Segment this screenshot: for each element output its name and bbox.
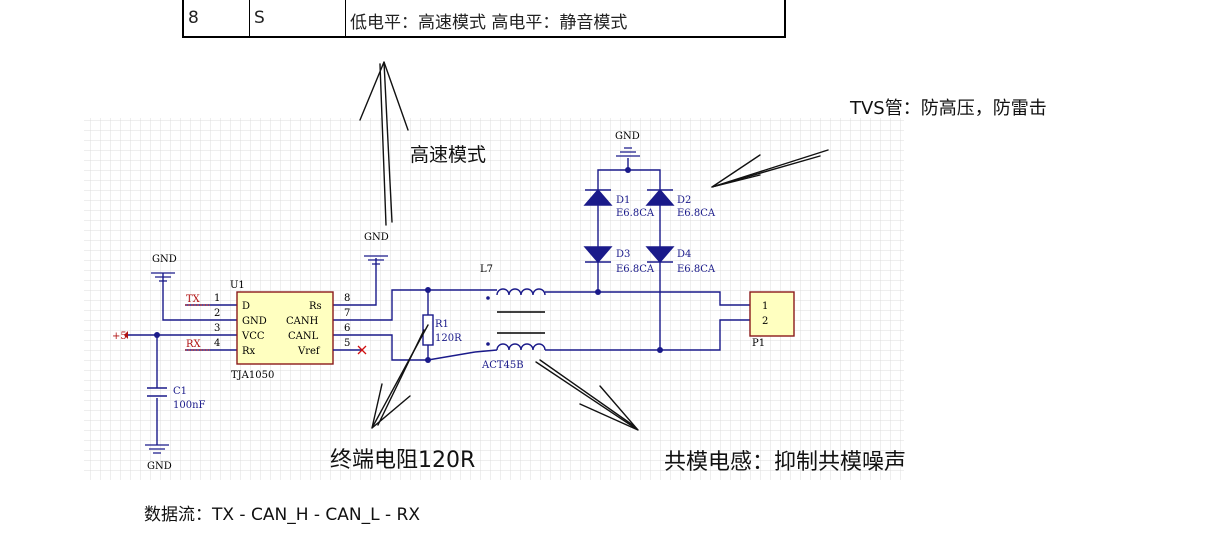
pin-table-row: 8 S 低电平：高速模式 高电平：静音模式 — [182, 0, 786, 38]
note-termination: 终端电阻120R — [330, 448, 476, 473]
pin-name-cell: S — [250, 0, 346, 36]
d4-value: E6.8CA — [677, 264, 716, 275]
pin-description-cell: 低电平：高速模式 高电平：静音模式 — [350, 13, 628, 33]
u1-pin-num-4: 4 — [214, 338, 220, 349]
resistor-r1 — [422, 314, 434, 346]
gnd-label-top-left: GND — [152, 254, 177, 265]
c1-value: 100nF — [173, 400, 206, 411]
u1-value: TJA1050 — [231, 370, 274, 381]
c1-ref: C1 — [173, 386, 187, 397]
net-label-underlines — [185, 304, 210, 351]
u1-pin-num-2: 2 — [214, 308, 220, 319]
u1-pin-num-3: 3 — [214, 323, 220, 334]
net-label-tx: TX — [186, 294, 201, 305]
junctions — [154, 167, 663, 363]
pin-number-cell: 8 — [184, 0, 250, 36]
p1-pin-1: 1 — [762, 301, 768, 312]
u1-pin-num-1: 1 — [214, 293, 220, 304]
u1-pin-name-7: CANH — [286, 316, 319, 327]
u1-pin-name-8: Rs — [309, 301, 322, 312]
note-tvs: TVS管：防高压，防雷击 — [850, 98, 1047, 119]
d3-ref: D3 — [616, 249, 630, 260]
u1-pin-name-5: Vref — [297, 346, 321, 357]
gnd-label-cap: GND — [147, 461, 172, 472]
d2-value: E6.8CA — [677, 208, 716, 219]
u1-pin-num-7: 7 — [344, 308, 350, 319]
u1-pin-num-5: 5 — [344, 338, 350, 349]
u1-pin-num-8: 8 — [344, 293, 350, 304]
note-common-mode: 共模电感：抑制共模噪声 — [664, 450, 907, 475]
choke-dot-bottom — [486, 342, 490, 346]
net-label-rx: RX — [186, 339, 202, 350]
u1-pin-name-6: CANL — [288, 331, 319, 342]
u1-body — [236, 291, 334, 365]
r1-ref: R1 — [435, 319, 449, 330]
choke-l7 — [474, 288, 546, 353]
note-high-speed: 高速模式 — [410, 144, 487, 166]
l7-ref: L7 — [480, 264, 493, 275]
annotation-arrows — [359, 61, 829, 431]
d4-ref: D4 — [677, 249, 691, 260]
choke-dot-top — [486, 296, 490, 300]
note-data-flow: 数据流：TX - CAN_H - CAN_L - RX — [144, 505, 421, 525]
d1-ref: D1 — [616, 195, 630, 206]
d3-value: E6.8CA — [616, 264, 655, 275]
gnd-label-pin8: GND — [364, 232, 389, 243]
gnd-symbols — [145, 147, 640, 454]
gnd-label-tvs: GND — [615, 131, 640, 142]
u1-pin-name-3: VCC — [241, 331, 265, 342]
power-arrow-icon — [124, 331, 128, 339]
u1-pin-name-4: Rx — [242, 346, 256, 357]
p1-pin-2: 2 — [762, 316, 768, 327]
capacitor-c1 — [147, 387, 167, 397]
d1-value: E6.8CA — [616, 208, 655, 219]
u1-pin-name-2: GND — [242, 316, 267, 327]
no-connect-icon — [357, 345, 367, 355]
u1-pin-num-6: 6 — [344, 323, 350, 334]
power-label: +5 — [112, 331, 127, 342]
d2-ref: D2 — [677, 195, 691, 206]
wires — [128, 158, 750, 445]
connector-p1 — [749, 291, 795, 337]
l7-value: ACT45B — [481, 360, 524, 371]
tvs-diodes — [583, 188, 675, 264]
r1-value: 120R — [435, 333, 462, 344]
u1-ref: U1 — [230, 280, 245, 291]
p1-ref: P1 — [752, 338, 765, 349]
u1-pin-name-1: D — [242, 301, 250, 312]
